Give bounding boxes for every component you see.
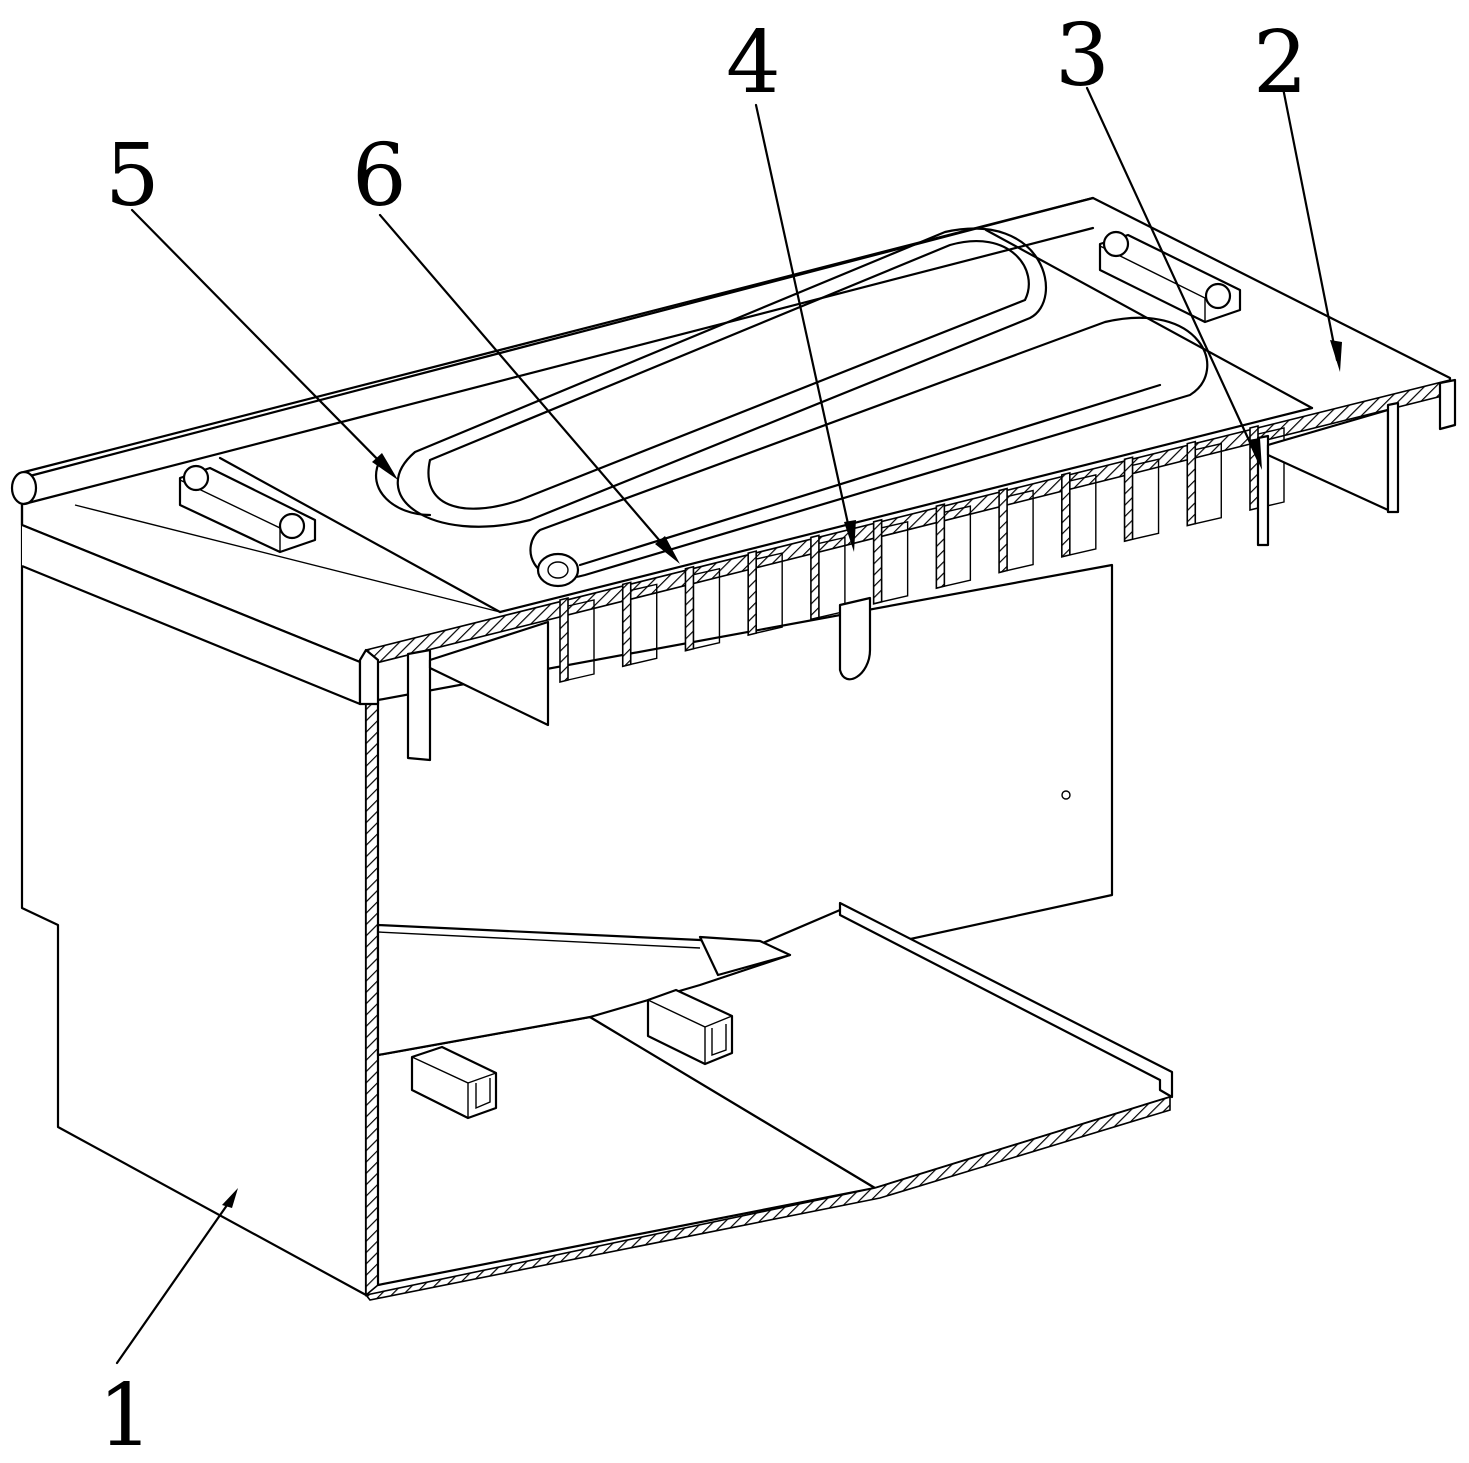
fin-plate [936, 504, 944, 588]
box-body [22, 525, 1172, 1300]
label-part-6: 6 [352, 126, 407, 226]
label-part-4: 4 [726, 13, 781, 113]
label-part-1: 1 [98, 1366, 153, 1463]
fin-plate [623, 582, 631, 666]
fin-plate [560, 598, 568, 682]
fin-plate [685, 567, 693, 651]
fin-plate [874, 520, 882, 604]
fin-plate [999, 489, 1007, 573]
label-part-2: 2 [1253, 13, 1308, 113]
label-part-5: 5 [105, 126, 160, 226]
fin-plate [1187, 442, 1195, 526]
top-lid [12, 198, 1455, 704]
fin-plate [748, 551, 756, 635]
fin-plate [811, 535, 819, 619]
fin-plate [1062, 473, 1070, 557]
label-part-3: 3 [1055, 6, 1110, 106]
fin-plate [1125, 457, 1133, 541]
